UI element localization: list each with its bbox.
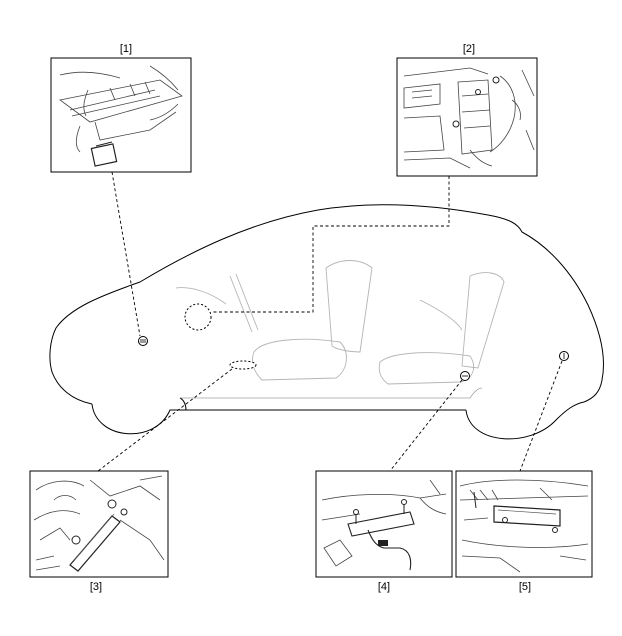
marker-2 [184,303,212,331]
marker-3 [229,360,257,370]
callout-label-1: [1] [119,43,133,55]
detail-box-3 [29,470,169,578]
leader-lines [97,171,563,472]
leader-1 [111,171,141,337]
leader-5 [519,360,563,472]
vehicle-outline [49,204,604,440]
location-markers [138,303,569,381]
callout-label-5: [5] [518,581,532,593]
vehicle-interior [175,260,505,385]
callout-label-2: [2] [462,43,476,55]
callout-label-4: [4] [377,581,391,593]
detail-box-5 [455,470,593,578]
detail-box-2 [396,57,538,177]
detail-box-4 [315,470,453,578]
leader-4 [389,379,463,472]
leader-3 [97,368,233,472]
callout-label-3: [3] [89,581,103,593]
leader-2 [211,176,450,313]
detail-box-1 [50,57,192,173]
marker-1 [138,336,148,346]
